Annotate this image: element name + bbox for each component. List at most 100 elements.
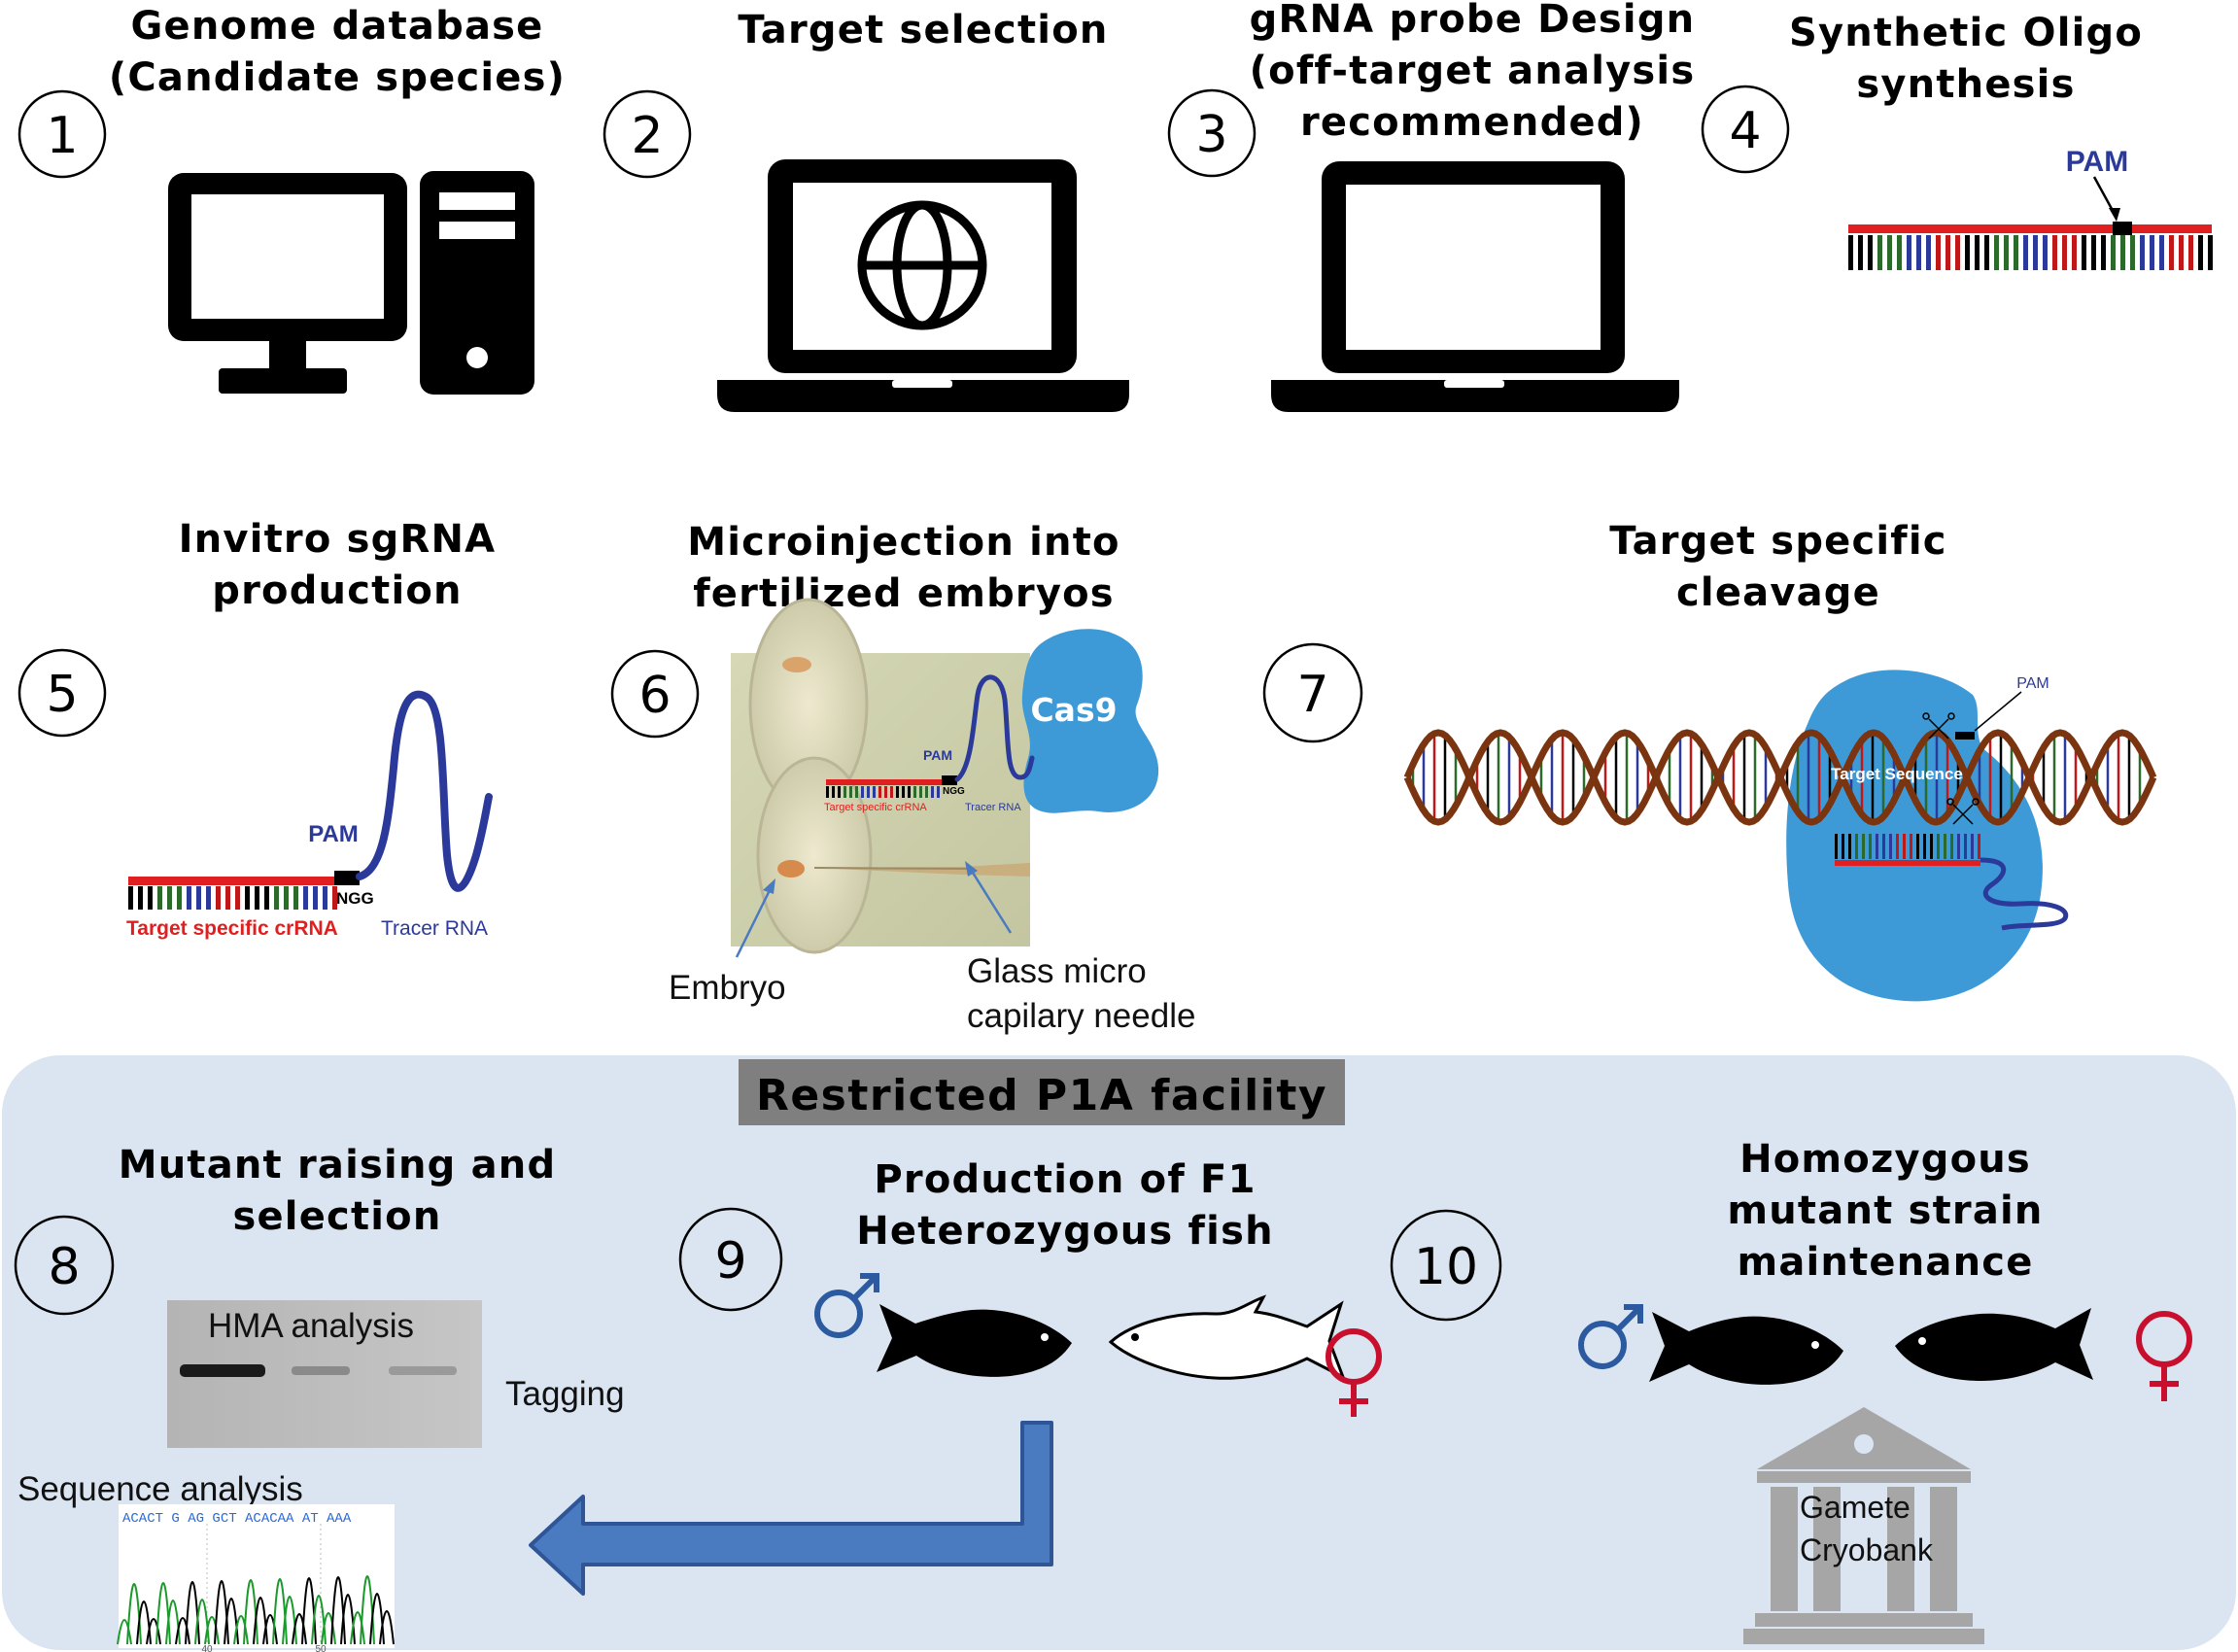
nucleotide-bar — [225, 886, 230, 910]
step-number-6: 6 — [610, 649, 700, 739]
svg-text:recommended): recommended) — [1300, 100, 1644, 145]
nucleotide-bar — [1858, 235, 1863, 270]
svg-text:5: 5 — [46, 666, 78, 724]
nucleotide-bar — [323, 886, 327, 910]
nucleotide-bar — [196, 886, 201, 910]
svg-text:Microinjection into: Microinjection into — [687, 520, 1119, 565]
nucleotide-bar — [332, 886, 337, 910]
nucleotide-bar — [2130, 235, 2135, 270]
nucleotide-bar — [2082, 235, 2086, 270]
step-number-5: 5 — [17, 648, 107, 738]
svg-text:1: 1 — [46, 107, 78, 165]
chromatogram-peak — [262, 1614, 278, 1645]
cryobank-label-line2: Cryobank — [1800, 1532, 1934, 1567]
svg-text:Production of F1: Production of F1 — [874, 1157, 1256, 1202]
svg-text:Invitro sgRNA: Invitro sgRNA — [179, 517, 497, 562]
nucleotide-bar — [1889, 834, 1892, 859]
cas9-blob: Cas9 — [1021, 629, 1159, 813]
nucleotide-bar — [1955, 235, 1960, 270]
nucleotide-bar — [1937, 834, 1940, 859]
step-number-8: 8 — [14, 1215, 115, 1316]
nucleotide-bar — [2052, 235, 2057, 270]
nucleotide-bar — [2033, 235, 2038, 270]
svg-text:(off-target analysis: (off-target analysis — [1250, 49, 1696, 93]
nucleotide-bar — [867, 786, 870, 798]
nucleotide-bar — [855, 786, 858, 798]
hma-gel-image: HMA analysis — [167, 1300, 482, 1448]
nucleotide-bar — [861, 786, 864, 798]
svg-text:2: 2 — [631, 107, 663, 165]
pam-small-label: PAM — [923, 747, 952, 763]
embryo-callout: Embryo — [669, 878, 786, 1007]
nucleotide-bar — [1978, 834, 1980, 859]
svg-text:3: 3 — [1195, 106, 1227, 164]
nucleotide-bar — [2179, 235, 2184, 270]
nucleotide-bar — [1916, 235, 1921, 270]
step-number-9: 9 — [678, 1207, 783, 1312]
target-sequence-label: Target Sequence — [1831, 765, 1963, 783]
nucleotide-bar — [313, 886, 318, 910]
target-cleavage-diagram: Target Sequence PAM — [1403, 670, 2157, 1002]
nucleotide-bar — [206, 886, 211, 910]
fish-icon — [1649, 1312, 1843, 1385]
nucleotide-bar — [1848, 834, 1851, 859]
svg-text:6: 6 — [638, 667, 671, 725]
svg-text:Glass micro: Glass micro — [967, 952, 1147, 990]
nucleotide-bar — [187, 886, 191, 910]
nucleotide-bar — [2043, 235, 2048, 270]
nucleotide-bar — [245, 886, 250, 910]
nucleotide-bar — [884, 786, 887, 798]
nucleotide-bar — [1971, 834, 1974, 859]
chromatogram-peak — [350, 1611, 365, 1645]
nucleotide-bar — [1944, 834, 1946, 859]
bank-building-icon — [1743, 1407, 1984, 1644]
step-title-5: Invitro sgRNA production — [179, 517, 497, 613]
nucleotide-bar — [1923, 834, 1926, 859]
nucleotide-bar — [148, 886, 153, 910]
svg-text:Mutant raising and: Mutant raising and — [119, 1143, 557, 1187]
nucleotide-bar — [1994, 235, 1999, 270]
nucleotide-bar — [1887, 235, 1892, 270]
svg-text:Target selection: Target selection — [738, 8, 1108, 52]
nucleotide-bar — [873, 786, 876, 798]
step-title-2: Target selection — [738, 8, 1108, 52]
nucleotide-bar — [849, 786, 852, 798]
nucleotide-bar — [1984, 235, 1989, 270]
nucleotide-bar — [1862, 834, 1865, 859]
nucleotide-bar — [284, 886, 289, 910]
chromatogram-peak — [321, 1612, 336, 1645]
nucleotide-bar — [1916, 834, 1919, 859]
svg-text:capilary needle: capilary needle — [967, 997, 1195, 1035]
nucleotide-bar — [293, 886, 298, 910]
return-arrow — [529, 1421, 1053, 1596]
step-number-3: 3 — [1167, 88, 1257, 178]
step-number-7: 7 — [1262, 642, 1363, 743]
sequence-analysis-label: Sequence analysis — [17, 1470, 303, 1508]
step-title-10: Homozygous mutant strain maintenance — [1727, 1137, 2043, 1285]
nucleotide-bar — [913, 786, 916, 798]
step-number-1: 1 — [17, 89, 107, 179]
hma-label: HMA analysis — [208, 1307, 414, 1345]
nucleotide-bar — [303, 886, 308, 910]
nucleotide-bar — [1957, 834, 1960, 859]
nucleotide-bar — [128, 886, 133, 910]
oligo-strand: PAM — [1848, 146, 2213, 270]
svg-text:7: 7 — [1296, 666, 1328, 724]
ngg-label: NGG — [336, 889, 374, 908]
step-title-6: Microinjection into fertilized embryos — [687, 520, 1119, 616]
svg-text:Heterozygous fish: Heterozygous fish — [856, 1209, 1274, 1254]
nucleotide-bar — [1945, 235, 1950, 270]
nucleotide-bar — [177, 886, 182, 910]
chromatogram-peak — [117, 1619, 132, 1645]
facility-title: Restricted P1A facility — [756, 1071, 1327, 1120]
facility-title-box — [739, 1059, 1345, 1125]
nucleotide-bar — [1882, 834, 1885, 859]
nucleotide-bar — [1868, 235, 1873, 270]
nucleotide-bar — [919, 786, 922, 798]
svg-text:mutant strain: mutant strain — [1727, 1188, 2043, 1233]
nucleotide-bar — [1842, 834, 1844, 859]
step-number-2: 2 — [603, 89, 692, 179]
nucleotide-bar — [1869, 834, 1872, 859]
